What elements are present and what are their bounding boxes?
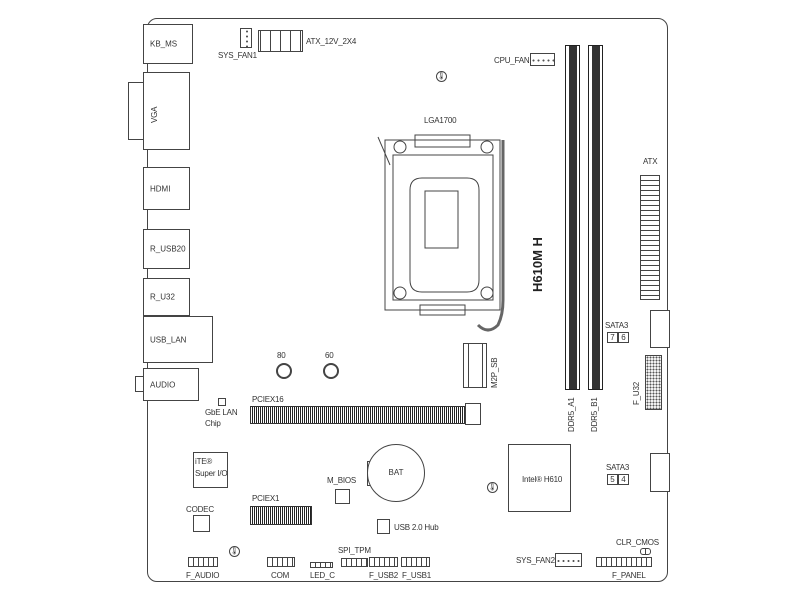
chipset-label: Intel® H610 [522,475,563,484]
f-audio-header[interactable] [188,557,218,567]
kb-ms-port: KB_MS [143,24,193,64]
r-u32-port: R_U32 [143,278,190,316]
cpu-fan-label: CPU_FAN [494,56,530,65]
com-label: COM [271,571,290,580]
spi-tpm-header[interactable] [341,558,368,567]
r-usb20-port: R_USB20 [143,229,190,269]
audio-label: AUDIO [150,380,176,389]
pciex1-slot[interactable] [250,506,312,525]
vga-connector-flange [128,82,144,140]
sata3-bottom-connector [650,453,670,492]
r-u32-label: R_U32 [150,292,175,302]
sys-fan2-header[interactable] [555,553,582,567]
led-c-label: LED_C [310,571,335,580]
ite-label: iTE® [195,457,213,466]
atx-label: ATX [643,157,658,166]
sata3-port-7[interactable]: 7 [607,332,618,343]
usb-hub-chip [377,519,390,534]
sata3-top-label: SATA3 [605,321,629,330]
pciex1-label: PCIEX1 [252,494,280,503]
gbe-chip-label: Chip [205,419,221,428]
standoff-60-label: 60 [325,351,334,360]
atx-12v-connector [258,30,303,52]
sata3-bottom-label: SATA3 [606,463,630,472]
socket-label: LGA1700 [424,116,457,125]
kb-ms-label: KB_MS [150,39,178,49]
cpu-fan-header [530,53,555,66]
m2-slot[interactable] [463,343,487,388]
led-c-header[interactable] [310,562,333,568]
pciex16-label: PCIEX16 [252,395,284,404]
super-io-chip: iTE® Super I/O [193,452,228,488]
cpu-socket [377,134,505,332]
codec-chip [193,515,210,532]
f-usb1-label: F_USB1 [402,571,432,580]
f-u32-label: F_U32 [632,381,641,405]
cmos-battery: BAT [367,444,425,502]
sata3-port-5[interactable]: 5 [607,474,618,485]
f-usb1-header[interactable] [401,557,430,567]
f-usb2-label: F_USB2 [369,571,399,580]
audio-port: AUDIO [143,368,199,401]
board-model-label: H610M H [530,237,545,292]
standoff-60 [323,363,339,379]
thermometer-icon: 🌡 [487,482,498,493]
super-io-label: Super I/O [195,469,228,478]
f-u32-header [645,355,662,410]
f-usb2-header[interactable] [369,557,398,567]
sys-fan1-label: SYS_FAN1 [218,51,257,60]
usb-hub-label: USB 2.0 Hub [394,523,439,532]
hdmi-label: HDMI [150,184,171,193]
standoff-80 [276,363,292,379]
usb-lan-port: USB_LAN [143,316,213,363]
clr-cmos-label: CLR_CMOS [616,538,659,547]
sys-fan2-label: SYS_FAN2 [516,556,555,565]
gbe-lan-label: GbE LAN [205,408,238,417]
dimm-slot-a1[interactable] [565,45,580,390]
sata3-port-6[interactable]: 6 [618,332,629,343]
clr-cmos-jumper[interactable] [640,548,651,555]
f-audio-label: F_AUDIO [186,571,220,580]
m2-label: M2P_SB [490,357,499,388]
thermometer-icon: 🌡 [436,71,447,82]
hdmi-port: HDMI [143,167,190,210]
f-panel-label: F_PANEL [612,571,646,580]
sata3-top-connector [650,310,670,348]
m-bios-label: M_BIOS [327,476,357,485]
vga-port: VGA [143,72,190,150]
dimm-a1-label: DDR5_A1 [567,397,576,432]
spi-tpm-label: SPI_TPM [338,546,371,555]
f-panel-header[interactable] [596,557,652,567]
sata3-port-4[interactable]: 4 [618,474,629,485]
pciex16-latch[interactable] [465,403,481,425]
atx-power-connector [640,175,660,300]
dimm-b1-label: DDR5_B1 [590,397,599,432]
thermometer-icon: 🌡 [229,546,240,557]
codec-label: CODEC [186,505,214,514]
chipset: Intel® H610 [508,444,571,512]
m-bios-chip [335,489,350,504]
atx-12v-label: ATX_12V_2X4 [306,37,357,46]
usb-lan-label: USB_LAN [150,335,187,344]
sys-fan1-header [240,28,252,48]
vga-label: VGA [150,106,159,123]
standoff-80-label: 80 [277,351,286,360]
gbe-lan-chip [218,398,226,406]
pciex16-slot[interactable] [250,406,465,424]
dimm-slot-b1[interactable] [588,45,603,390]
r-usb20-label: R_USB20 [150,244,186,254]
com-header[interactable] [267,557,295,567]
